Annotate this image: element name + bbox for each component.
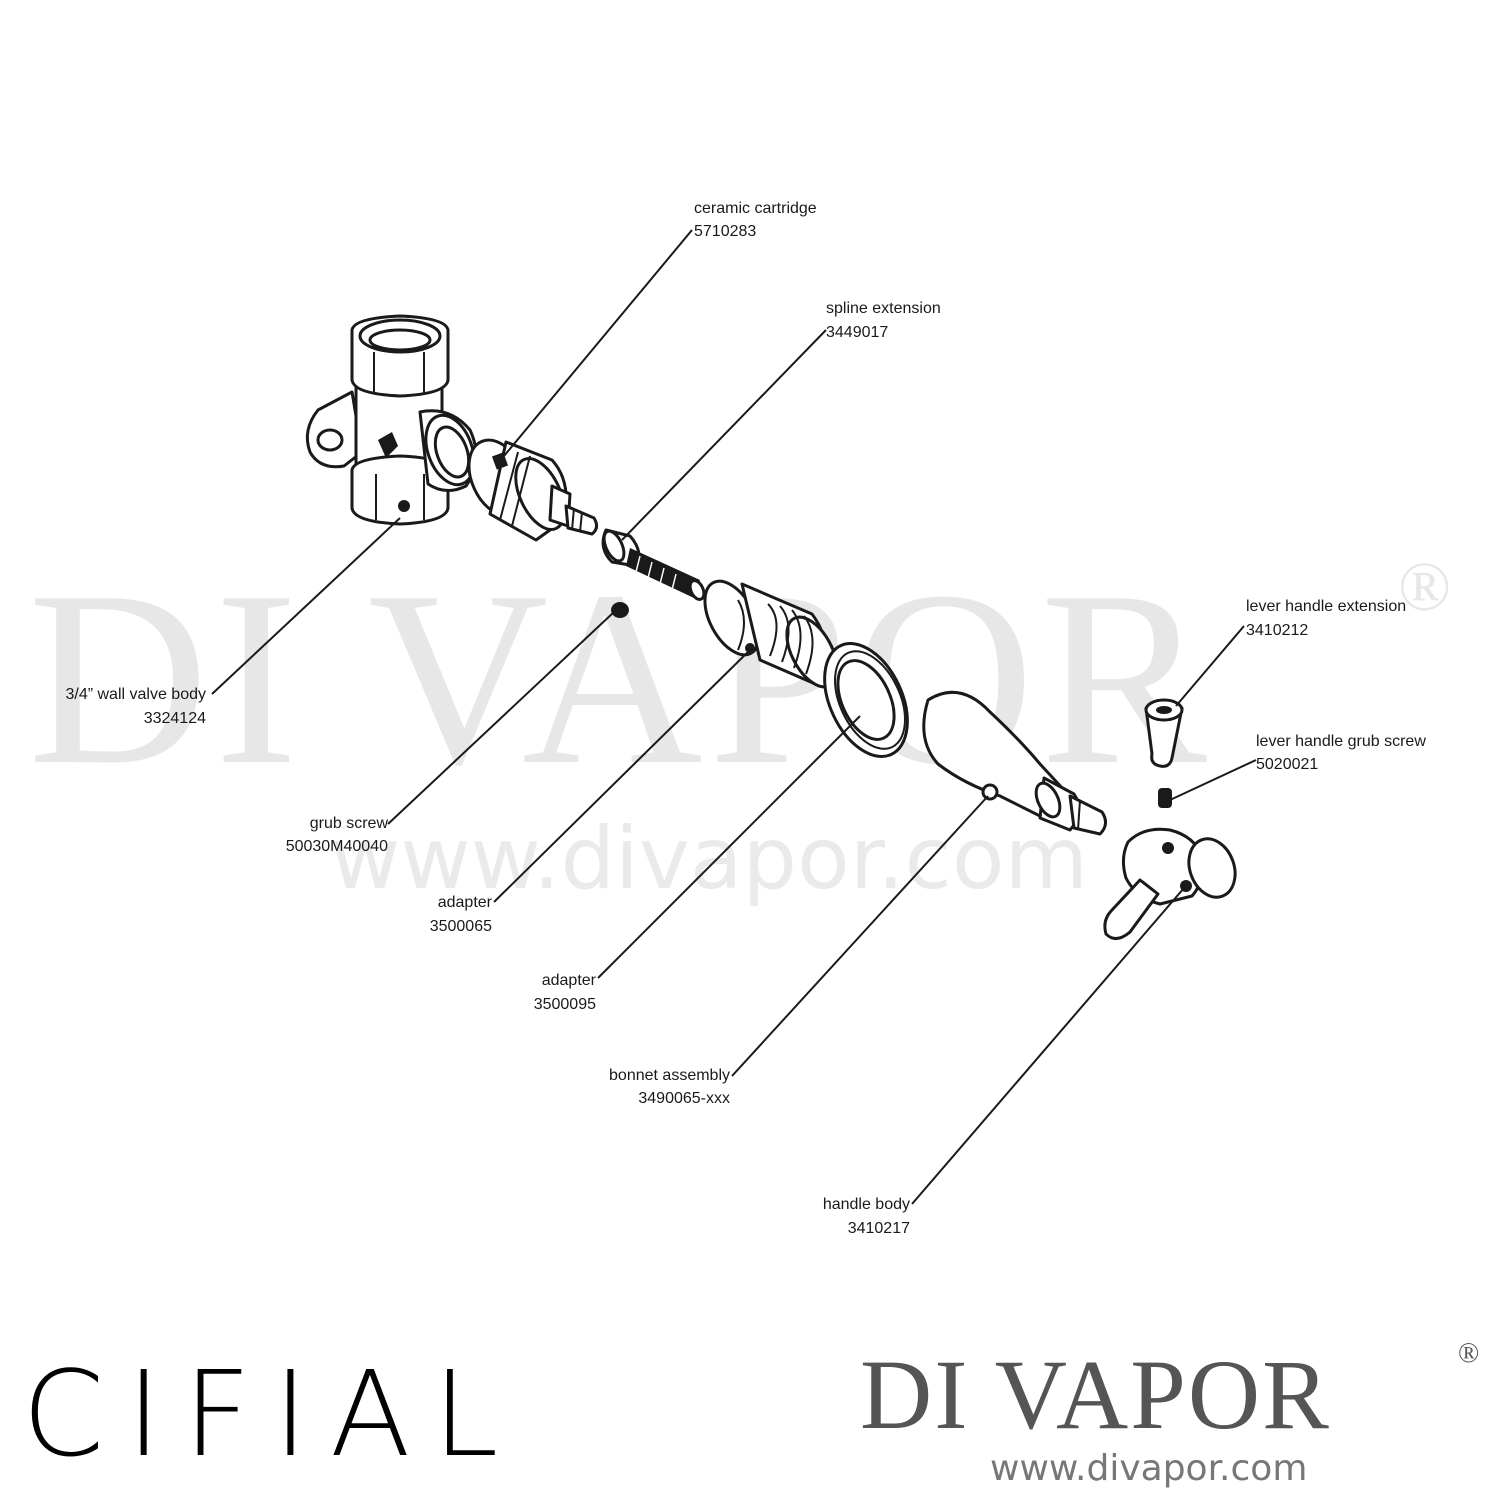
leader-ceramic-cartridge (503, 229, 693, 457)
label-lever-handle-grub-screw: lever handle grub screw 5020021 (1256, 733, 1426, 773)
part-code: 3410217 (848, 1220, 910, 1237)
part-name: ceramic cartridge (694, 200, 817, 217)
part-name: adapter (542, 972, 597, 989)
label-handle-body: handle body 3410217 (823, 1196, 910, 1237)
part-code: 3324124 (144, 710, 206, 727)
part-code: 3449017 (826, 324, 888, 341)
part-name: bonnet assembly (609, 1067, 730, 1084)
leader-wall-valve-body (211, 517, 401, 695)
part-name: lever handle extension (1246, 598, 1406, 615)
leader-lever-handle-grub-screw (1169, 759, 1257, 801)
label-ceramic-cartridge: ceramic cartridge 5710283 (694, 200, 817, 240)
leader-bonnet-assembly (731, 795, 989, 1077)
bonnet-assembly-drawing (922, 690, 1107, 836)
divapor-registered-mark: ® (1458, 1338, 1479, 1369)
part-name: adapter (438, 894, 493, 911)
adapter-3500095-drawing (823, 642, 909, 758)
label-bonnet-assembly: bonnet assembly 3490065-xxx (609, 1067, 730, 1107)
part-code: 3500095 (534, 996, 596, 1013)
label-adapter-3500065: adapter 3500065 (430, 894, 493, 935)
part-code: 3500065 (430, 918, 492, 935)
watermark-registered-mark: ® (1398, 549, 1457, 626)
label-spline-extension: spline extension 3449017 (826, 300, 941, 341)
divapor-logo: DI VAPOR (860, 1339, 1331, 1450)
part-code: 5020021 (1256, 756, 1318, 773)
adapter-3500065-drawing (703, 579, 839, 689)
part-name: grub screw (310, 815, 389, 832)
leader-adapter-3500095 (597, 715, 861, 979)
part-labels: ceramic cartridge 5710283 spline extensi… (65, 200, 1426, 1237)
part-code: 5710283 (694, 223, 756, 240)
leader-handle-body (911, 887, 1185, 1205)
label-grub-screw: grub screw 50030M40040 (286, 815, 389, 855)
label-wall-valve-body: 3/4” wall valve body 3324124 (65, 686, 206, 727)
handle-body-drawing (1103, 827, 1237, 940)
wall-valve-body-drawing (305, 314, 478, 526)
lever-handle-extension-drawing (1144, 698, 1184, 768)
label-lever-handle-extension: lever handle extension 3410212 (1246, 598, 1406, 639)
spline-extension-drawing (601, 528, 706, 601)
leader-adapter-3500065 (493, 647, 753, 903)
ceramic-cartridge-drawing (467, 438, 599, 542)
part-name: 3/4” wall valve body (65, 686, 206, 703)
footer-brands: CIFIAL DI VAPOR ® www.divapor.com (22, 1338, 1479, 1489)
part-code: 50030M40040 (286, 838, 388, 855)
lever-handle-grub-screw-drawing (1158, 788, 1172, 808)
divapor-url: www.divapor.com (990, 1448, 1307, 1489)
grub-screw-drawing (611, 602, 629, 618)
watermark: DI VAPOR ® www.divapor.com (28, 540, 1457, 909)
leader-spline-extension (621, 329, 827, 541)
part-code: 3490065-xxx (638, 1090, 730, 1107)
leader-lever-handle-extension (1175, 625, 1245, 707)
part-name: lever handle grub screw (1256, 733, 1426, 750)
part-code: 3410212 (1246, 622, 1308, 639)
leader-grub-screw (387, 611, 615, 825)
cifial-logo: CIFIAL (22, 1345, 520, 1483)
part-name: spline extension (826, 300, 941, 317)
label-adapter-3500095: adapter 3500095 (534, 972, 597, 1013)
part-name: handle body (823, 1196, 910, 1213)
leader-lines (211, 229, 1257, 1205)
